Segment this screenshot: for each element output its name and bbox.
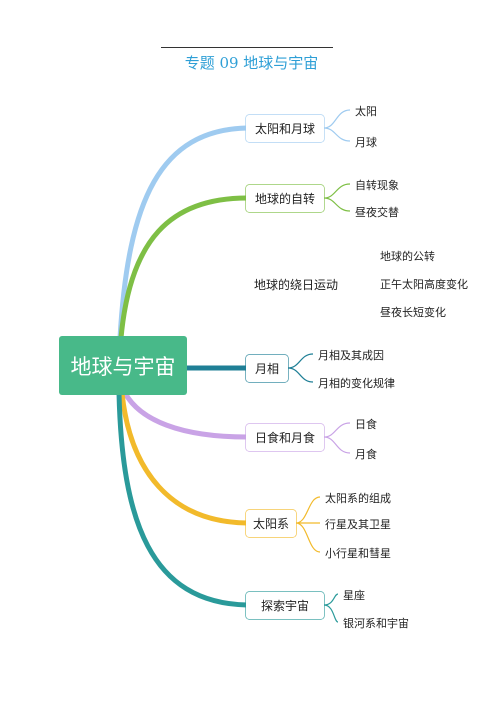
- branch-earth-revolution: 地球的绕日运动: [248, 271, 348, 297]
- leaf-moon: 月球: [355, 136, 377, 149]
- branch-connector-rotation: [118, 195, 250, 341]
- root-node: 地球与宇宙: [59, 336, 187, 395]
- bracket-solar-system: [295, 496, 321, 553]
- leaf-noon-sun-height: 正午太阳高度变化: [380, 278, 468, 291]
- branch-explore-universe: 探索宇宙: [246, 592, 324, 619]
- leaf-milky-way: 银河系和宇宙: [343, 617, 409, 630]
- branch-eclipse: 日食和月食: [246, 424, 324, 451]
- leaf-constellation: 星座: [343, 589, 365, 602]
- branch-sun-moon: 太阳和月球: [246, 115, 324, 142]
- leaf-planets-satellites: 行星及其卫星: [325, 518, 391, 531]
- leaf-day-night: 昼夜交替: [355, 206, 399, 219]
- leaf-rotation-phenomena: 自转现象: [355, 179, 399, 192]
- bracket-eclipse: [323, 422, 351, 454]
- title-rule: [161, 47, 333, 48]
- leaf-moon-phase-cause: 月相及其成因: [318, 349, 384, 362]
- branch-moon-phase: 月相: [246, 355, 288, 382]
- leaf-asteroids-comets: 小行星和彗星: [325, 547, 391, 560]
- branch-connector-explore: [116, 390, 250, 608]
- branch-connector-eclipse: [122, 390, 250, 440]
- bracket-rotation: [323, 183, 351, 212]
- branch-connector-solar-system: [119, 390, 250, 526]
- bracket-sun-moon: [323, 109, 351, 142]
- branch-connector-sun-moon: [117, 125, 250, 341]
- leaf-day-length: 昼夜长短变化: [380, 306, 446, 319]
- leaf-solar-eclipse: 日食: [355, 418, 377, 431]
- bracket-moon-phase: [287, 353, 314, 383]
- branch-solar-system: 太阳系: [246, 510, 296, 537]
- leaf-solar-system-composition: 太阳系的组成: [325, 492, 391, 505]
- bracket-explore: [323, 593, 339, 623]
- branch-earth-rotation: 地球的自转: [246, 185, 324, 212]
- page-title: 专题 09 地球与宇宙: [184, 54, 319, 72]
- leaf-sun: 太阳: [355, 105, 377, 118]
- leaf-moon-phase-pattern: 月相的变化规律: [318, 377, 395, 390]
- leaf-lunar-eclipse: 月食: [355, 448, 377, 461]
- leaf-revolution: 地球的公转: [380, 250, 435, 263]
